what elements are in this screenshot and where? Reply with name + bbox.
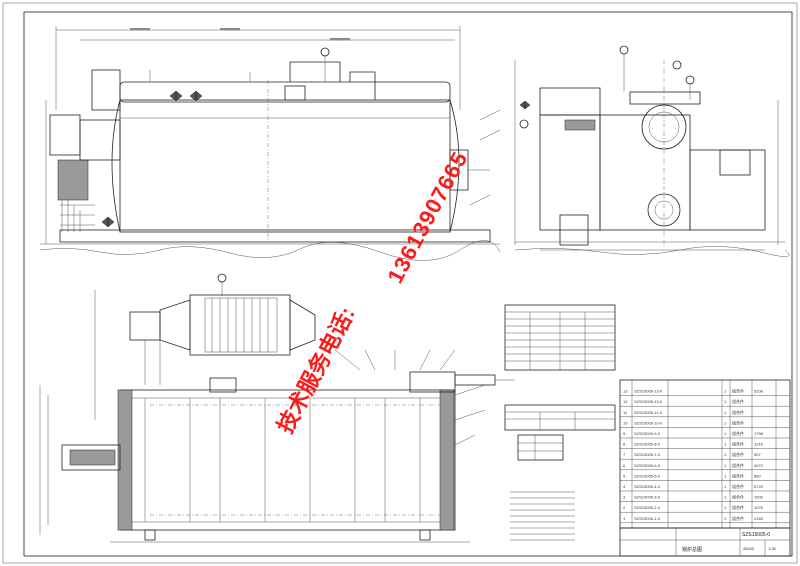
part-material: 组合件 <box>732 430 744 436</box>
part-code: SZS15005-2-0 <box>634 505 661 510</box>
part-number: 4 <box>623 484 626 489</box>
end-elevation-view <box>514 45 790 257</box>
part-qty: 1 <box>724 495 727 500</box>
part-code: SZS15005-13-0 <box>634 389 663 394</box>
part-weight: 6720 <box>754 484 764 489</box>
part-code: SZS15005-8-0 <box>634 442 661 447</box>
plan-section-view <box>39 273 515 543</box>
part-code: SZS15005-9-0 <box>634 431 661 436</box>
drawing-title: 锅炉总图 <box>682 546 702 553</box>
part-material: 组合件 <box>732 462 744 468</box>
part-weight: 1500 <box>754 495 764 500</box>
part-number: 10 <box>623 420 628 425</box>
part-weight: 2165 <box>754 516 764 521</box>
part-weight: 860 <box>754 473 761 478</box>
part-material: 组合件 <box>732 441 744 447</box>
technical-parameter-table <box>504 304 616 541</box>
part-number: 5 <box>623 473 626 478</box>
part-qty: 1 <box>724 452 727 457</box>
part-number: 11 <box>623 410 628 415</box>
drawing-scale: 1:36 <box>768 546 777 551</box>
title-block: SZS15005-0 锅炉总图 45000 1:36 <box>619 527 791 557</box>
part-qty: 1 <box>724 473 727 478</box>
part-code: SZS15005-6-0 <box>634 463 661 468</box>
part-weight: 5208 <box>754 389 764 394</box>
part-qty: 1 <box>724 420 727 425</box>
part-material: 组合件 <box>732 472 744 478</box>
part-number: 1 <box>623 516 626 521</box>
part-number: 2 <box>623 505 626 510</box>
part-number: 7 <box>623 452 626 457</box>
part-code: SZS15005-5-0 <box>634 473 661 478</box>
part-number: 9 <box>623 431 626 436</box>
part-material: 组合件 <box>732 494 744 500</box>
watermark-phone: 13613907665 <box>382 147 472 287</box>
part-material: 组合件 <box>732 483 744 489</box>
part-qty: 1 <box>724 484 727 489</box>
part-qty: 1 <box>724 442 727 447</box>
part-weight: 1798 <box>754 431 764 436</box>
part-material: 组合件 <box>732 398 744 404</box>
part-weight: 4072 <box>754 463 764 468</box>
part-qty: 1 <box>724 505 727 510</box>
sheet-inner-border <box>23 11 793 557</box>
part-number: 12 <box>623 399 628 404</box>
part-code: SZS15005-3-0 <box>634 495 661 500</box>
part-number: 6 <box>623 463 626 468</box>
part-weight: 1216 <box>754 442 764 447</box>
watermark-label: 技术服务电话: <box>272 303 359 438</box>
part-code: SZS15005-10-0 <box>634 420 663 425</box>
part-qty: 1 <box>724 389 727 394</box>
drawing-number: SZS15005-0 <box>742 532 770 538</box>
side-elevation-view <box>39 26 501 261</box>
part-material: 组合件 <box>732 419 744 425</box>
part-number: 13 <box>623 389 628 394</box>
part-qty: 1 <box>724 410 727 415</box>
part-qty: 1 <box>724 399 727 404</box>
part-qty: 1 <box>724 516 727 521</box>
drawing-weight: 45000 <box>743 546 755 551</box>
part-material: 组合件 <box>732 515 744 521</box>
part-code: SZS15005-7-0 <box>634 452 661 457</box>
part-number: 3 <box>623 495 626 500</box>
part-material: 组合件 <box>732 388 744 394</box>
part-weight: 507 <box>754 452 761 457</box>
part-code: SZS15005-11-0 <box>634 410 663 415</box>
part-material: 组合件 <box>732 409 744 415</box>
part-material: 组合件 <box>732 451 744 457</box>
part-qty: 1 <box>724 463 727 468</box>
part-code: SZS15005-4-0 <box>634 484 661 489</box>
part-qty: 1 <box>724 431 727 436</box>
part-weight: 1076 <box>754 505 764 510</box>
part-code: SZS15005-1-0 <box>634 516 661 521</box>
part-number: 8 <box>623 442 626 447</box>
part-code: SZS15005-12-0 <box>634 399 663 404</box>
part-material: 组合件 <box>732 504 744 510</box>
